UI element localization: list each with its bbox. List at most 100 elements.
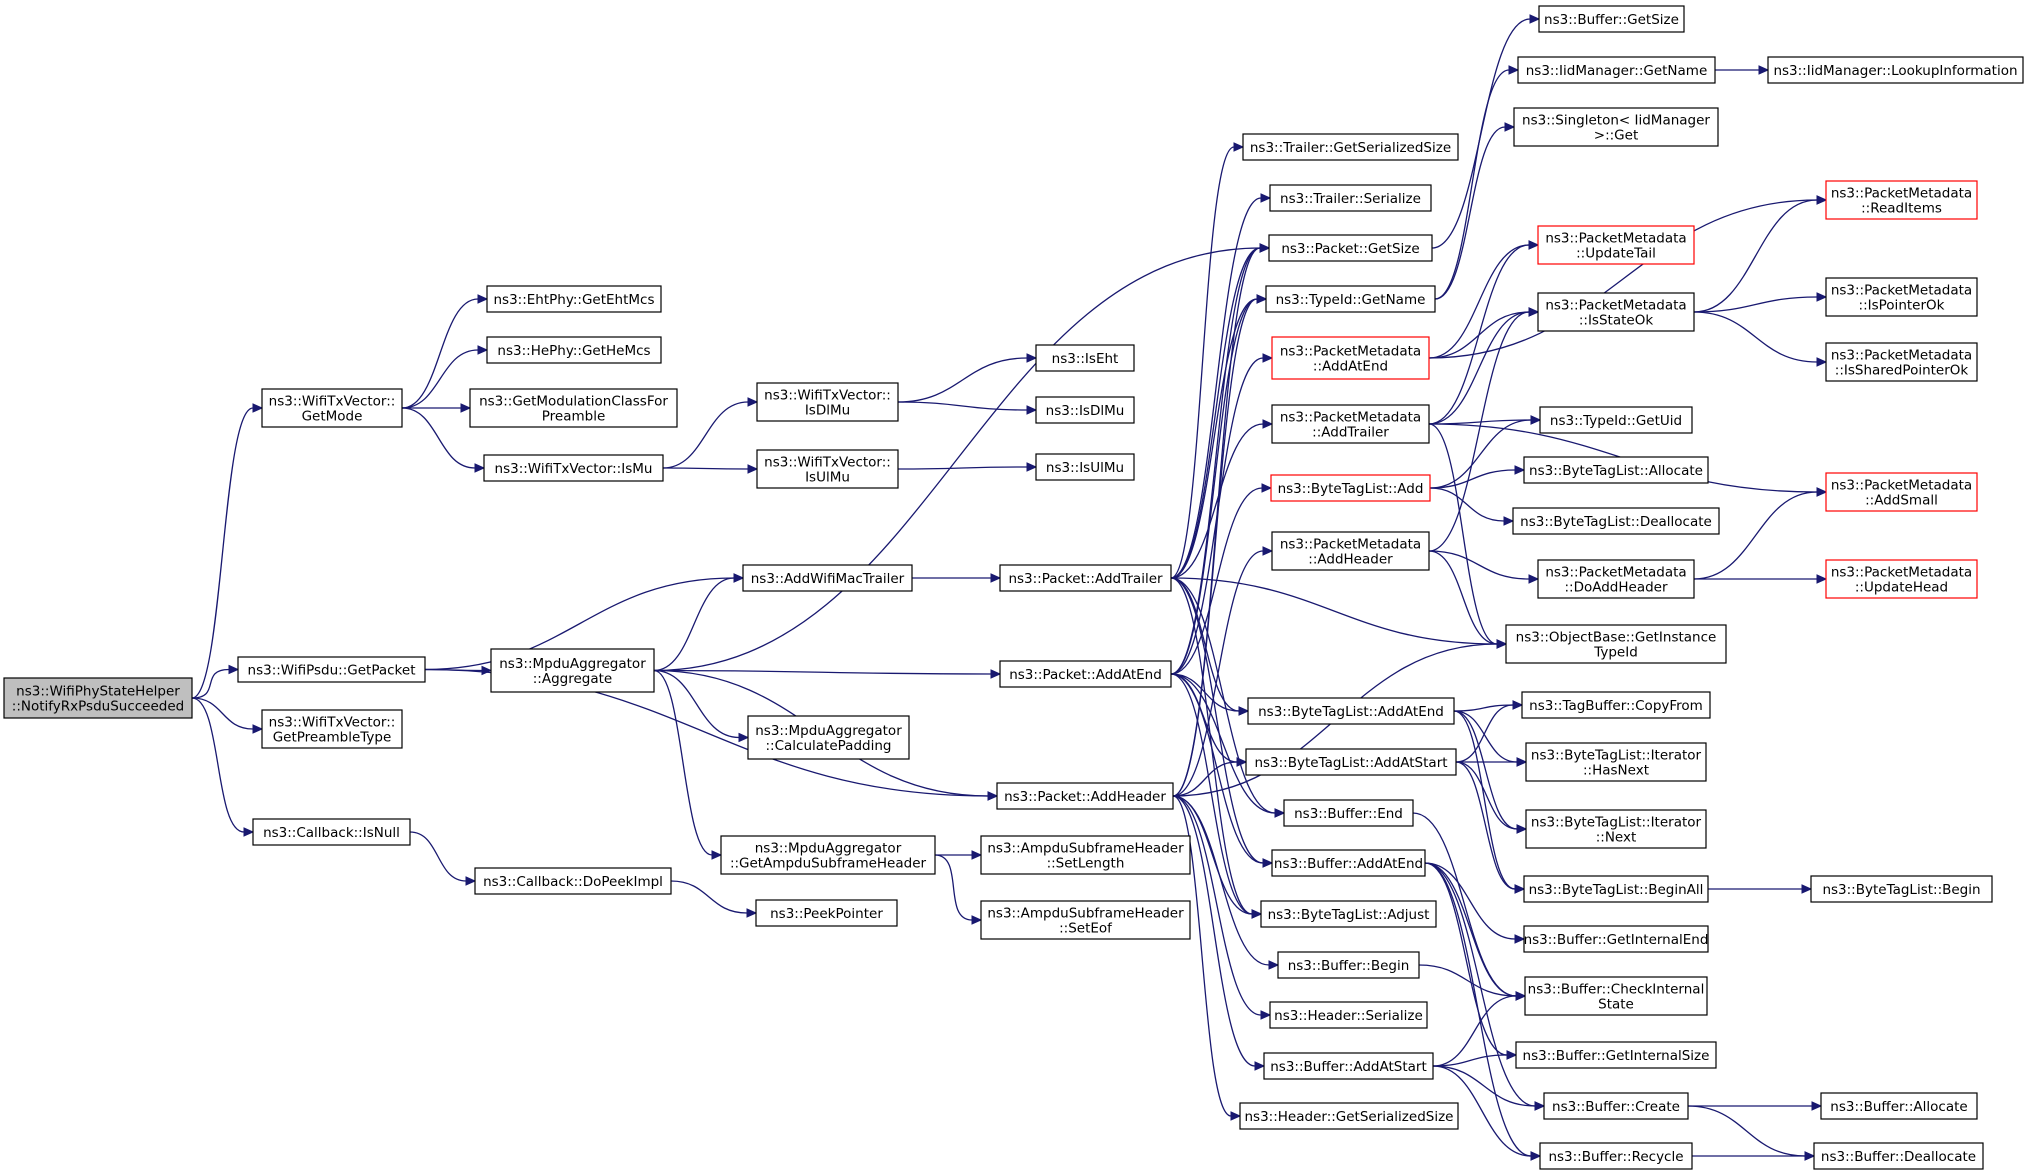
- call-edge-pm-add-trailer-to-pm-update-tail: [1428, 240, 1540, 425]
- node-box: [1813, 1142, 1984, 1170]
- node-add-wifi-mac-trailer[interactable]: ns3::AddWifiMacTrailer: [742, 564, 913, 592]
- node-trl-serialize[interactable]: ns3::Trailer::Serialize: [1269, 184, 1432, 212]
- node-type-id-get-uid[interactable]: ns3::TypeId::GetUid: [1539, 406, 1693, 434]
- node-pm-read-items[interactable]: ns3::PacketMetadata::ReadItems: [1825, 180, 1978, 220]
- node-pm-is-pointer-ok[interactable]: ns3::PacketMetadata::IsPointerOk: [1825, 277, 1978, 317]
- node-pkt-add-trailer[interactable]: ns3::Packet::AddTrailer: [999, 564, 1172, 592]
- node-box: [1539, 1142, 1693, 1170]
- node-hdr-get-ser-size[interactable]: ns3::Header::GetSerializedSize: [1239, 1102, 1459, 1130]
- node-hdr-serialize[interactable]: ns3::Header::Serialize: [1269, 1001, 1428, 1029]
- node-get-he-mcs[interactable]: ns3::HePhy::GetHeMcs: [486, 336, 662, 364]
- node-btl-allocate[interactable]: ns3::ByteTagList::Allocate: [1523, 456, 1709, 484]
- node-label: ns3::ByteTagList::AddAtStart: [1254, 755, 1447, 771]
- node-buf-allocate[interactable]: ns3::Buffer::Allocate: [1820, 1092, 1978, 1120]
- node-get-ampdu-hdr[interactable]: ns3::MpduAggregator::GetAmpduSubframeHea…: [720, 835, 936, 875]
- node-pm-is-state-ok[interactable]: ns3::PacketMetadata::IsStateOk: [1537, 292, 1695, 332]
- call-edge-pm-add-at-end-to-pm-is-state-ok: [1428, 307, 1540, 359]
- node-is-ul-mu-vec[interactable]: ns3::WifiTxVector::IsUlMu: [756, 449, 899, 489]
- node-singleton-get[interactable]: ns3::Singleton< IidManager >::Get: [1513, 107, 1719, 147]
- node-box: [1521, 691, 1711, 719]
- node-btl-begin-all[interactable]: ns3::ByteTagList::BeginAll: [1523, 875, 1709, 903]
- node-box: [1825, 472, 1978, 512]
- node-label: ns3::PacketMetadata: [1280, 410, 1421, 426]
- node-is-dl-mu-vec[interactable]: ns3::WifiTxVector::IsDlMu: [756, 382, 899, 422]
- node-btl-deallocate[interactable]: ns3::ByteTagList::Deallocate: [1512, 507, 1720, 535]
- node-pm-add-trailer[interactable]: ns3::PacketMetadata::AddTrailer: [1271, 404, 1430, 444]
- node-calc-padding[interactable]: ns3::MpduAggregator::CalculatePadding: [747, 715, 910, 760]
- node-type-id-get-name[interactable]: ns3::TypeId::GetName: [1265, 285, 1436, 313]
- node-label: ns3::PacketMetadata: [1545, 298, 1686, 314]
- node-buf-begin[interactable]: ns3::Buffer::Begin: [1277, 951, 1420, 979]
- node-box: [1268, 234, 1433, 262]
- node-mpdu-aggregate[interactable]: ns3::MpduAggregator::Aggregate: [490, 648, 655, 693]
- node-box: [486, 285, 662, 313]
- node-set-eof[interactable]: ns3::AmpduSubframeHeader::SetEof: [980, 900, 1191, 940]
- call-edge-pm-add-at-end-to-pm-read-items: [1428, 195, 1828, 359]
- node-box: [252, 818, 411, 846]
- node-is-dl-mu[interactable]: ns3::IsDlMu: [1035, 396, 1135, 424]
- node-set-length[interactable]: ns3::AmpduSubframeHeader::SetLength: [980, 835, 1191, 875]
- node-buf-end[interactable]: ns3::Buffer::End: [1283, 799, 1414, 827]
- node-btl-adjust[interactable]: ns3::ByteTagList::Adjust: [1260, 900, 1437, 928]
- node-iid-get-name[interactable]: ns3::IidManager::GetName: [1517, 56, 1716, 84]
- node-label: ns3::PacketMetadata: [1831, 348, 1972, 364]
- node-cb-do-peek-impl[interactable]: ns3::Callback::DoPeekImpl: [474, 867, 672, 895]
- node-pm-update-head[interactable]: ns3::PacketMetadata::UpdateHead: [1825, 559, 1978, 599]
- call-edge-add-wifi-mac-trailer-to-pkt-add-trailer: [912, 573, 1002, 583]
- node-label: ns3::Trailer::Serialize: [1280, 191, 1421, 207]
- node-buf-deallocate[interactable]: ns3::Buffer::Deallocate: [1813, 1142, 1984, 1170]
- node-pkt-add-header[interactable]: ns3::Packet::AddHeader: [996, 782, 1174, 810]
- node-is-eht[interactable]: ns3::IsEht: [1035, 344, 1135, 372]
- node-btl-add[interactable]: ns3::ByteTagList::Add: [1270, 474, 1431, 502]
- node-label: ns3::IidManager::LookupInformation: [1773, 63, 2017, 79]
- node-pm-add-small[interactable]: ns3::PacketMetadata::AddSmall: [1825, 472, 1978, 512]
- node-iid-lookup-info[interactable]: ns3::IidManager::LookupInformation: [1767, 56, 2024, 84]
- node-is-ul-mu[interactable]: ns3::IsUlMu: [1035, 453, 1135, 481]
- node-get-mode[interactable]: ns3::WifiTxVector::GetMode: [261, 388, 403, 428]
- node-buf-add-at-start[interactable]: ns3::Buffer::AddAtStart: [1263, 1052, 1434, 1080]
- node-box: [1767, 56, 2024, 84]
- node-pm-add-at-end[interactable]: ns3::PacketMetadata::AddAtEnd: [1271, 336, 1430, 380]
- node-get-packet[interactable]: ns3::WifiPsdu::GetPacket: [237, 656, 426, 683]
- node-pkt-add-at-end[interactable]: ns3::Packet::AddAtEnd: [999, 660, 1172, 688]
- node-is-mu[interactable]: ns3::WifiTxVector::IsMu: [483, 454, 664, 482]
- node-root[interactable]: ns3::WifiPhyStateHelper::NotifyRxPsduSuc…: [3, 677, 193, 719]
- node-box: [1505, 624, 1727, 664]
- node-buf-create[interactable]: ns3::Buffer::Create: [1543, 1092, 1689, 1120]
- node-cb-is-null[interactable]: ns3::Callback::IsNull: [252, 818, 411, 846]
- node-buf-get-internal-size[interactable]: ns3::Buffer::GetInternalSize: [1515, 1041, 1717, 1069]
- node-label: ns3::WifiPsdu::GetPacket: [248, 663, 416, 679]
- node-pkt-get-size[interactable]: ns3::Packet::GetSize: [1268, 234, 1433, 262]
- node-pm-do-add-header[interactable]: ns3::PacketMetadata::DoAddHeader: [1537, 559, 1695, 599]
- node-get-eht-mcs[interactable]: ns3::EhtPhy::GetEhtMcs: [486, 285, 662, 313]
- node-btl-iter-next[interactable]: ns3::ByteTagList::Iterator::Next: [1525, 809, 1707, 849]
- node-peek-pointer[interactable]: ns3::PeekPointer: [755, 899, 898, 927]
- node-label: ns3::Buffer::Create: [1552, 1099, 1680, 1115]
- node-label: ns3::PacketMetadata: [1831, 283, 1972, 299]
- node-buf-get-internal-end[interactable]: ns3::Buffer::GetInternalEnd: [1523, 925, 1709, 953]
- node-buf-recycle[interactable]: ns3::Buffer::Recycle: [1539, 1142, 1693, 1170]
- node-pm-is-shared-ptr-ok[interactable]: ns3::PacketMetadata::IsSharedPointerOk: [1825, 342, 1978, 382]
- node-buf-add-at-end[interactable]: ns3::Buffer::AddAtEnd: [1271, 849, 1426, 877]
- node-label: ns3::WifiTxVector::: [764, 455, 891, 471]
- node-trl-get-ser-size[interactable]: ns3::Trailer::GetSerializedSize: [1242, 133, 1459, 161]
- node-box: [474, 867, 672, 895]
- node-label: ::GetAmpduSubframeHeader: [730, 856, 927, 872]
- node-buf-get-size[interactable]: ns3::Buffer::GetSize: [1538, 5, 1685, 33]
- node-btl-begin[interactable]: ns3::ByteTagList::Begin: [1810, 875, 1993, 903]
- node-btl-iter-has-next[interactable]: ns3::ByteTagList::Iterator::HasNext: [1525, 742, 1707, 782]
- node-tag-buf-copy-from[interactable]: ns3::TagBuffer::CopyFrom: [1521, 691, 1711, 719]
- node-pm-add-header[interactable]: ns3::PacketMetadata::AddHeader: [1271, 531, 1430, 571]
- node-box: [1035, 344, 1135, 372]
- node-box: [237, 656, 426, 683]
- node-btl-add-at-end[interactable]: ns3::ByteTagList::AddAtEnd: [1247, 697, 1455, 725]
- node-pm-update-tail[interactable]: ns3::PacketMetadata::UpdateTail: [1537, 225, 1695, 265]
- node-label: ns3::ByteTagList::Allocate: [1529, 463, 1703, 479]
- node-box: [1517, 56, 1716, 84]
- node-box: [1247, 697, 1455, 725]
- node-btl-add-at-start[interactable]: ns3::ByteTagList::AddAtStart: [1245, 748, 1457, 776]
- node-get-preamble-type[interactable]: ns3::WifiTxVector::GetPreambleType: [261, 709, 403, 749]
